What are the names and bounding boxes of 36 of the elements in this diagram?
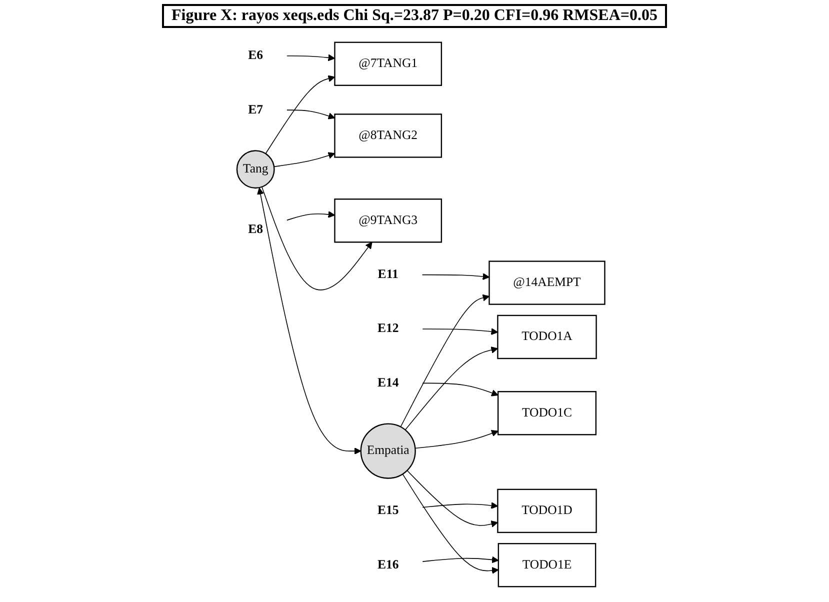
arrow [286, 110, 336, 120]
arrow [414, 430, 498, 449]
node-box: @8TANG2 [334, 114, 442, 158]
node-box: @9TANG3 [334, 198, 442, 243]
arrow [261, 186, 372, 290]
node-box: @14AEMPT [488, 260, 606, 305]
arrow [257, 188, 362, 455]
node-text: E14 [377, 376, 399, 390]
node-text: E6 [248, 48, 264, 62]
node-box: @7TANG1 [334, 42, 442, 86]
arrow [422, 556, 499, 564]
arrow [286, 211, 336, 221]
arrow [422, 382, 498, 396]
node-circle: Tang [236, 150, 275, 189]
node-box: TODO1E [498, 543, 596, 588]
arrow [274, 152, 336, 168]
node-box: TODO1C [497, 391, 597, 436]
node-circle: Empatia [360, 423, 416, 479]
arrow [402, 474, 499, 574]
arrow [422, 273, 490, 280]
node-box: TODO1A [497, 314, 597, 360]
arrow [422, 328, 498, 336]
node-box: TODO1D [497, 488, 597, 534]
arrow [265, 75, 336, 154]
node-text: E7 [248, 102, 264, 116]
arrow [422, 502, 498, 509]
node-text: E12 [377, 322, 399, 336]
node-text: E11 [378, 268, 398, 282]
node-text: E16 [377, 558, 399, 572]
node-text: E8 [248, 222, 264, 236]
arrow [400, 294, 490, 428]
arrow [404, 346, 498, 430]
figure-title: Figure X: rayos xeqs.eds Chi Sq.=23.87 P=0.20 CFI=0.96 RMSEA=0.05 [162, 4, 668, 28]
arrow [406, 470, 498, 528]
node-text: E15 [377, 504, 399, 518]
arrow [286, 54, 336, 62]
